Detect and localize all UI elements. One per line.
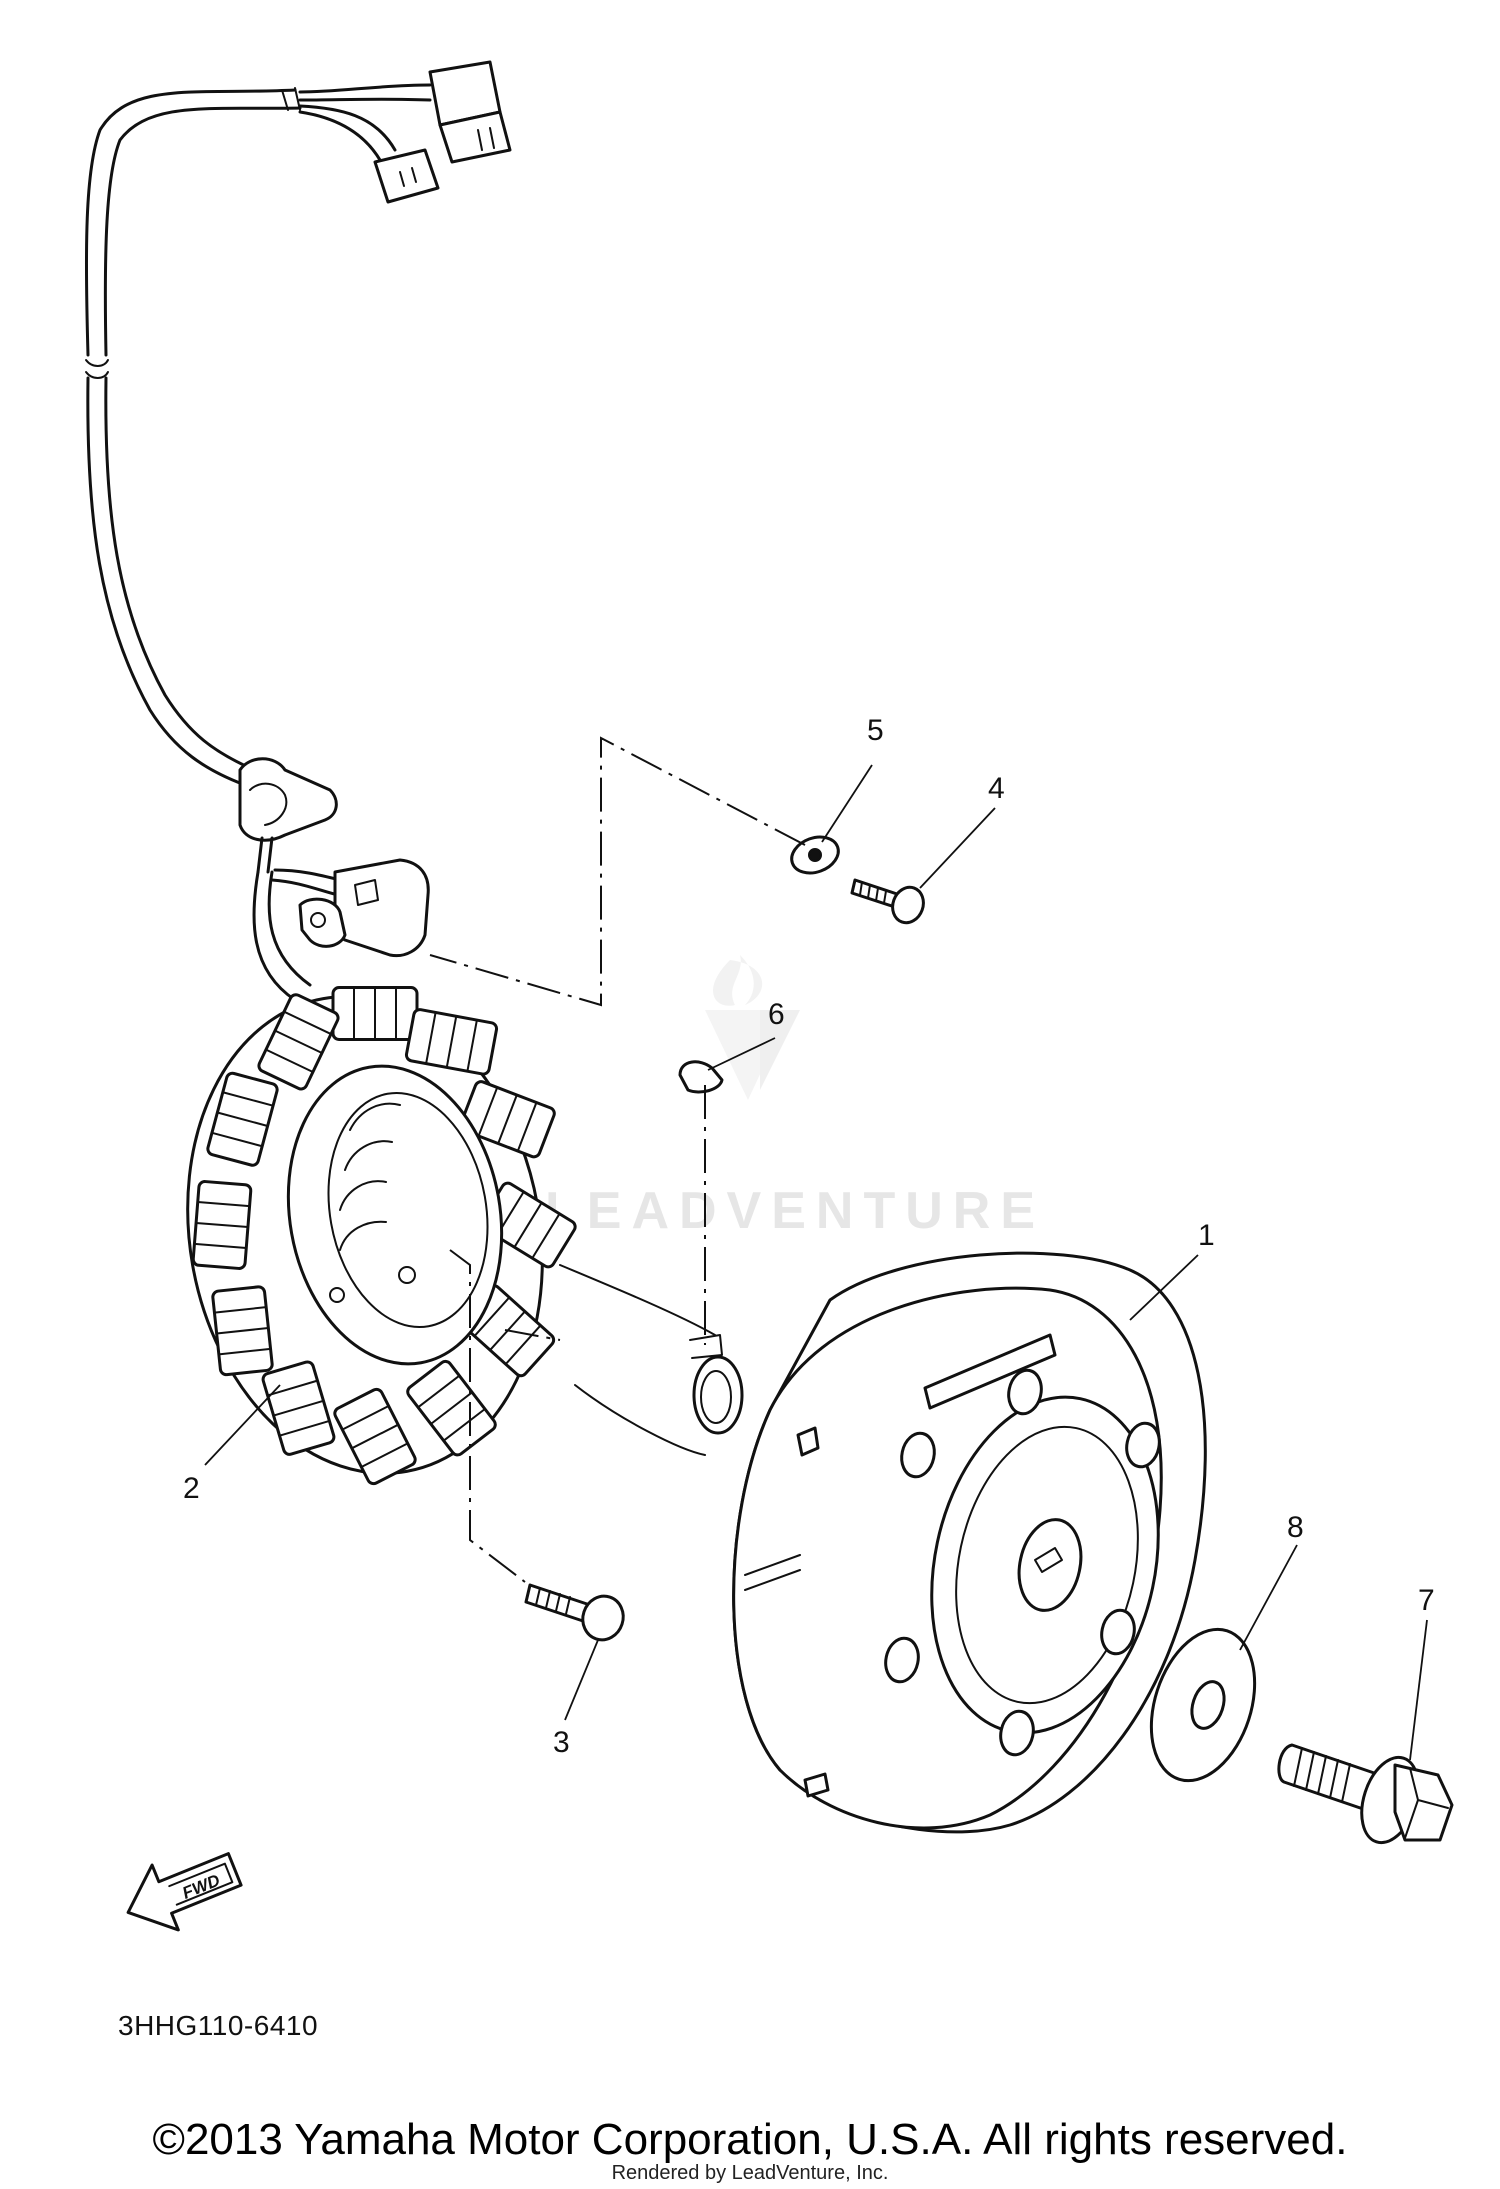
flywheel-rotor [732, 1251, 1207, 1834]
harness-connector-lower [373, 148, 440, 204]
coil-winding-line [195, 1221, 249, 1229]
callout-1: 1 [1198, 1219, 1215, 1252]
coil-winding-line [429, 1391, 474, 1425]
coil-winding-line [350, 1423, 400, 1450]
pickup-coil [298, 858, 430, 958]
callout-7: 7 [1418, 1584, 1435, 1617]
rendered-by-notice: Rendered by LeadVenture, Inc. [611, 2162, 889, 2184]
coil-winding-line [216, 1111, 269, 1127]
coil-winding-line [266, 1379, 319, 1397]
coil-winding-line [215, 1327, 270, 1335]
coil-winding-line [417, 1374, 461, 1409]
watermark-text: LEADVENTURE [545, 1182, 1045, 1240]
washer-part-8 [1149, 1627, 1257, 1783]
coil-winding-line [516, 1101, 538, 1153]
coil-winding-line [341, 1404, 390, 1431]
stator-assembly [186, 986, 577, 1486]
leadventure-watermark: LEADVENTURE [545, 955, 1045, 1240]
callout-3: 3 [553, 1726, 570, 1759]
callout-6: 6 [768, 998, 785, 1031]
coil-winding-line [210, 1131, 264, 1148]
harness-connector-upper [428, 60, 512, 164]
coil-winding-line [193, 1242, 248, 1249]
coil-winding-line [531, 1212, 561, 1260]
coil-winding-line [196, 1201, 251, 1208]
callout-2: 2 [183, 1472, 200, 1505]
coil-winding-line [283, 1010, 333, 1036]
washer-part-5 [790, 835, 840, 875]
coil-winding-line [217, 1347, 272, 1356]
coil-winding-line [264, 1048, 314, 1073]
coil-winding-line [477, 1086, 499, 1137]
callout-4: 4 [988, 772, 1005, 805]
screw-part-4 [850, 878, 925, 925]
woodruff-key-part-6 [678, 1060, 724, 1094]
callout-5: 5 [867, 714, 884, 747]
coil-winding-line [442, 1407, 486, 1442]
coil-winding-line [278, 1419, 331, 1437]
coil-winding-line [513, 1201, 543, 1249]
copyright-notice: ©2013 Yamaha Motor Corporation, U.S.A. A… [152, 2115, 1348, 2164]
bolt-part-7 [1277, 1743, 1454, 1845]
coil-winding-line [497, 1093, 518, 1145]
coil-winding-line [504, 1324, 542, 1366]
fwd-arrow-icon: FWD [126, 1852, 243, 1932]
callout-numbers: 1 2 3 4 5 6 7 8 [183, 714, 1435, 1759]
coil-winding-line [213, 1306, 268, 1314]
callout-8: 8 [1287, 1511, 1304, 1544]
coil-winding-line [360, 1442, 409, 1469]
coil-winding-line [466, 1019, 478, 1073]
coil-winding-line [445, 1015, 458, 1069]
callout-leaders [204, 764, 1428, 1761]
crankshaft-end [559, 1264, 744, 1456]
bolt-part-3 [524, 1583, 625, 1642]
part-code: 3HHG110-6410 [118, 2010, 319, 2041]
coil-winding-line [473, 1296, 511, 1338]
coil-winding-line [425, 1011, 437, 1065]
coil-winding-line [221, 1091, 275, 1107]
coil-winding-line [272, 1399, 325, 1417]
assembly-lines [429, 736, 806, 1583]
wire-harness [84, 60, 512, 1002]
coil-winding-line [274, 1029, 323, 1055]
leadventure-logo-icon [705, 955, 800, 1100]
wire-grommet [238, 757, 338, 874]
